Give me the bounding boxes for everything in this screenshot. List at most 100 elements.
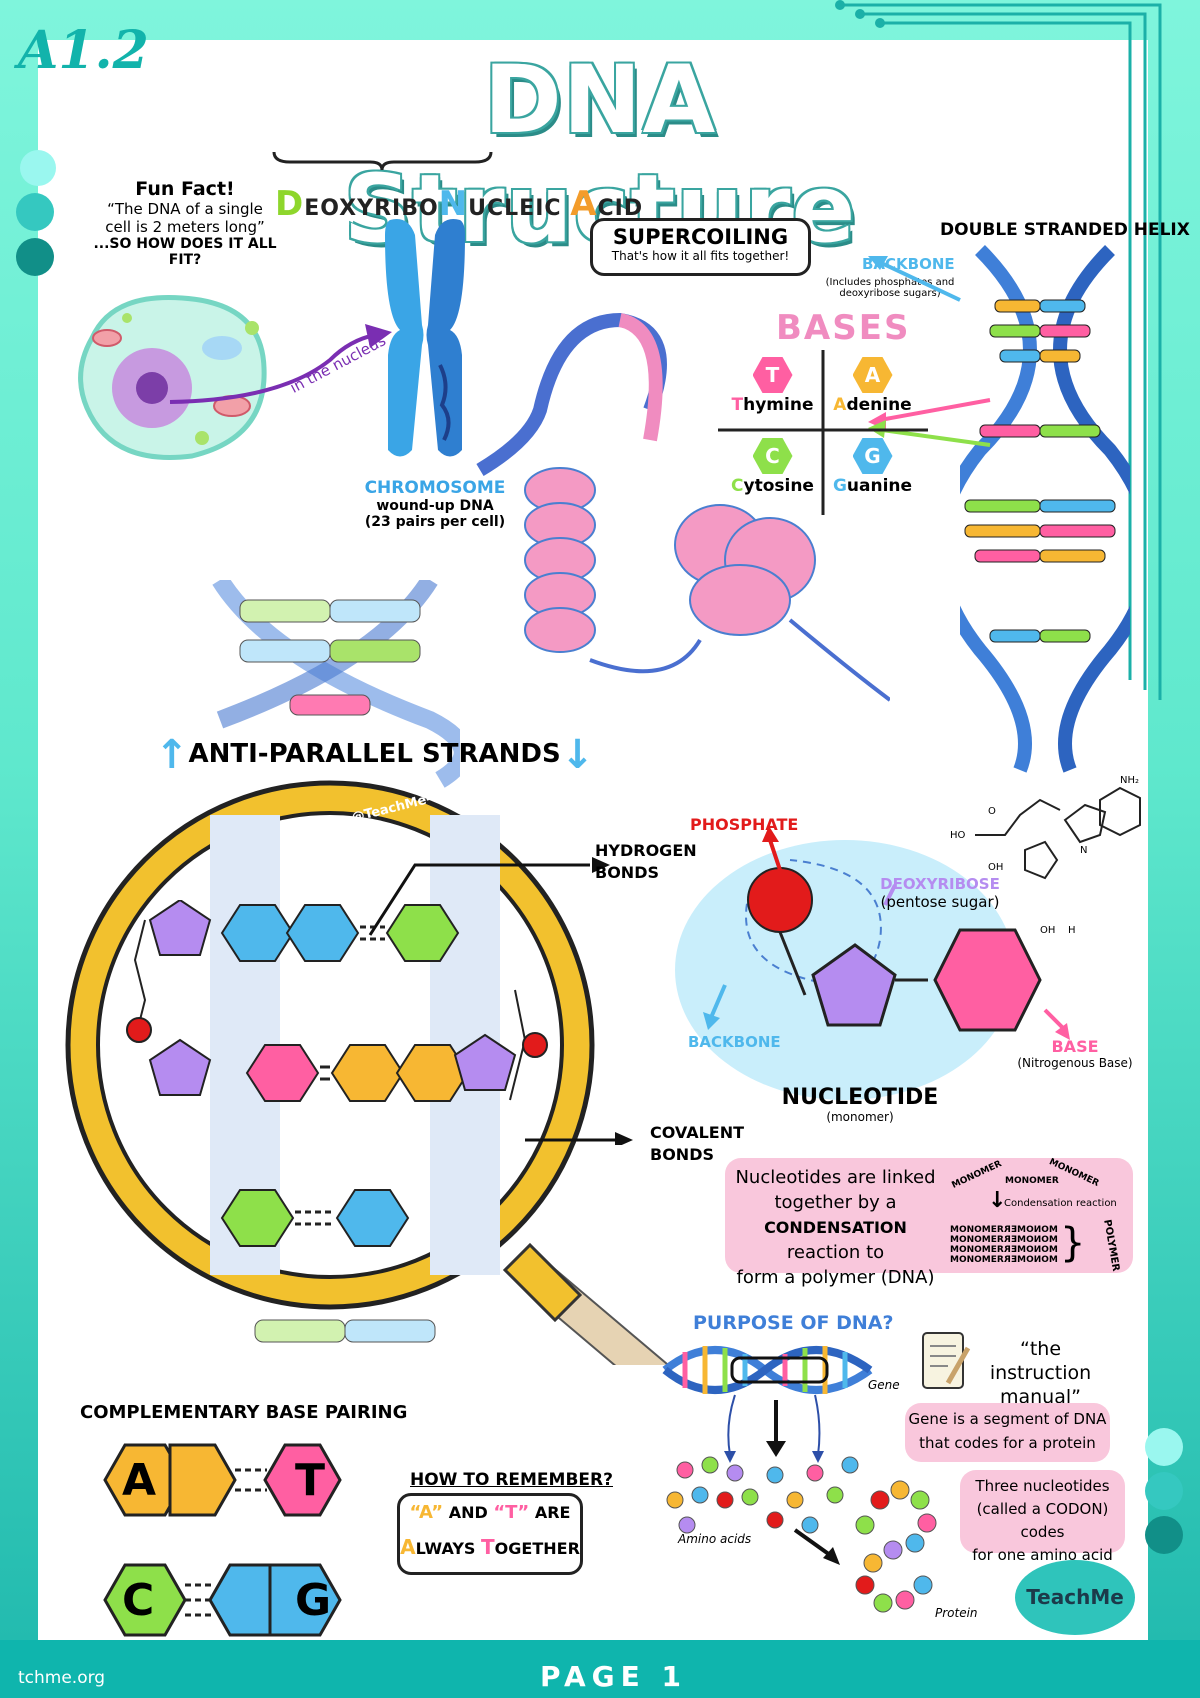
decor-dot-light-r <box>1145 1428 1183 1466</box>
pair-a: A <box>122 1455 157 1506</box>
teachme-logo: TeachMe <box>1015 1560 1135 1635</box>
pair-t: T <box>295 1455 326 1506</box>
polymer-brace: } <box>1060 1220 1086 1266</box>
phosphate-label: PHOSPHATE <box>690 815 799 834</box>
base-name-t: Thymine <box>725 395 820 415</box>
chem-oh-bottom: OH <box>1040 925 1056 936</box>
condensation-line2: together by a <box>774 1192 897 1213</box>
condensation-line3: CONDENSATION reaction to <box>728 1215 943 1265</box>
nucleotide-backbone-label: BACKBONE <box>688 1033 781 1051</box>
bases-heading: BASES <box>776 308 911 348</box>
base-name-rest: denine <box>846 395 912 415</box>
base-hexagon-t: T <box>752 357 793 393</box>
covalent-label2: BONDS <box>650 1145 714 1164</box>
chem-o: O <box>988 806 996 817</box>
footer-site[interactable]: tchme.org <box>18 1668 106 1688</box>
remember-gether: OGETHER <box>494 1539 580 1558</box>
base-initial: C <box>731 476 744 496</box>
pair-c: C <box>122 1575 155 1626</box>
fun-fact-line1: “The DNA of a single <box>107 200 263 218</box>
fun-fact-heading: Fun Fact! <box>135 178 235 200</box>
codon-line2: (called a CODON) codes <box>976 1500 1109 1541</box>
dna-strand-illustration <box>662 1346 873 1394</box>
helix-heading: DOUBLE STRANDED HELIX <box>940 220 1190 240</box>
base-heading: BASE <box>1051 1037 1099 1056</box>
nucleotide-title: NUCLEOTIDE (monomer) <box>780 1085 940 1124</box>
condensation-line4: form a polymer (DNA) <box>736 1267 935 1288</box>
polymer-monomer: MONOMER <box>1003 1255 1058 1265</box>
arrow-down-icon: ↓ <box>560 732 595 778</box>
polymer-monomer: MONOMER <box>950 1245 1004 1255</box>
base-name-rest: hymine <box>743 395 814 415</box>
amino-acids-label: Amino acids <box>678 1532 752 1546</box>
helix-backbone-note1: (Includes phosphates and <box>825 277 955 288</box>
base-hexagon-c: C <box>752 438 793 474</box>
base-hexagon-g: G <box>852 438 893 474</box>
deoxyribose-label: DEOXYRIBOSE (pentose sugar) <box>865 875 1015 911</box>
hydrogen-bonds-label: HYDROGEN BONDS <box>595 840 697 884</box>
chromosome-label: CHROMOSOME wound-up DNA (23 pairs per ce… <box>360 478 510 530</box>
remember-heading: HOW TO REMEMBER? <box>410 1470 613 1490</box>
acronym-n-rest: UCLEIC <box>468 196 562 221</box>
acronym-n: N <box>438 184 469 224</box>
logo-me: Me <box>1090 1585 1124 1609</box>
bond-pointers <box>368 857 633 1145</box>
polymer-stack: MONOMERMONOMER MONOMERMONOMER MONOMERMON… <box>950 1225 1058 1265</box>
decor-circuit-lines <box>835 0 1162 700</box>
decor-dot-mid-r <box>1145 1472 1183 1510</box>
acronym-a: A <box>570 184 598 224</box>
nucleotide-heading: NUCLEOTIDE <box>781 1085 939 1110</box>
gene-def-line2: that codes for a protein <box>919 1434 1096 1452</box>
arrow-down-icon: ↓ <box>988 1188 1007 1213</box>
quote-line2: manual” <box>999 1386 1081 1408</box>
decor-bottom-wave <box>0 1640 1200 1698</box>
remember-are: ARE <box>529 1503 571 1522</box>
remember-t: “T” <box>493 1502 530 1523</box>
covalent-bonds-label: COVALENT BONDS <box>650 1122 744 1166</box>
codon-line3: for one amino acid <box>972 1546 1113 1564</box>
remember-line2: ALWAYS TOGETHER <box>400 1530 580 1566</box>
chromosome-line1: wound-up DNA <box>376 498 494 514</box>
fun-fact-line2: cell is 2 meters long” <box>105 218 265 236</box>
remember-a: “A” <box>409 1502 444 1523</box>
manual-icon <box>922 1332 971 1389</box>
remember-al: A <box>400 1535 416 1559</box>
supercoiling-heading: SUPERCOILING <box>612 225 789 249</box>
condensation-text: Nucleotides are linked together by a CON… <box>728 1165 943 1290</box>
base-name-a: Adenine <box>825 395 920 415</box>
base-name-rest: uanine <box>846 476 913 496</box>
remember-box: “A” AND “T” ARE ALWAYS TOGETHER <box>397 1493 583 1575</box>
chem-nh2: NH₂ <box>1120 775 1140 786</box>
footer-page-number: PAGE 1 <box>540 1660 687 1693</box>
polymer-row-4: MONOMERMONOMER <box>950 1255 1058 1265</box>
polymer-monomer: MONOMER <box>950 1235 1004 1245</box>
protein-label: Protein <box>935 1606 978 1620</box>
codon-box: Three nucleotides (called a CODON) codes… <box>960 1470 1125 1564</box>
gene-definition-box: Gene is a segment of DNA that codes for … <box>905 1403 1110 1462</box>
gene-def-line1: Gene is a segment of DNA <box>908 1410 1107 1428</box>
base-hexagon-a: A <box>852 357 893 393</box>
remember-and: AND <box>443 1503 494 1522</box>
base-note: (Nitrogenous Base) <box>1017 1056 1133 1070</box>
bases-grid-lines <box>718 350 928 515</box>
helix-backbone-note: (Includes phosphates and deoxyribose sug… <box>820 277 960 299</box>
chemical-structure <box>975 786 1141 880</box>
base-initial: A <box>833 395 847 415</box>
instruction-manual-quote: “the instruction manual” <box>968 1337 1113 1409</box>
gene-label: Gene <box>868 1378 900 1392</box>
amino-acids-illustration <box>666 1456 937 1613</box>
bases-in-glass <box>126 900 548 1247</box>
condensation-line1: Nucleotides are linked <box>735 1167 936 1188</box>
polymer-monomer: MONOMER <box>1003 1245 1058 1255</box>
condensation-reaction-label: Condensation reaction <box>1004 1198 1117 1209</box>
background-helix <box>212 580 460 1343</box>
codon-line1: Three nucleotides <box>975 1477 1110 1495</box>
base-label: BASE (Nitrogenous Base) <box>1010 1037 1140 1070</box>
chromosome-line2: (23 pairs per cell) <box>364 514 506 530</box>
double-helix <box>960 245 1130 773</box>
quote-line1: “the instruction <box>989 1338 1092 1384</box>
nucleotide-sub: (monomer) <box>826 1110 894 1124</box>
